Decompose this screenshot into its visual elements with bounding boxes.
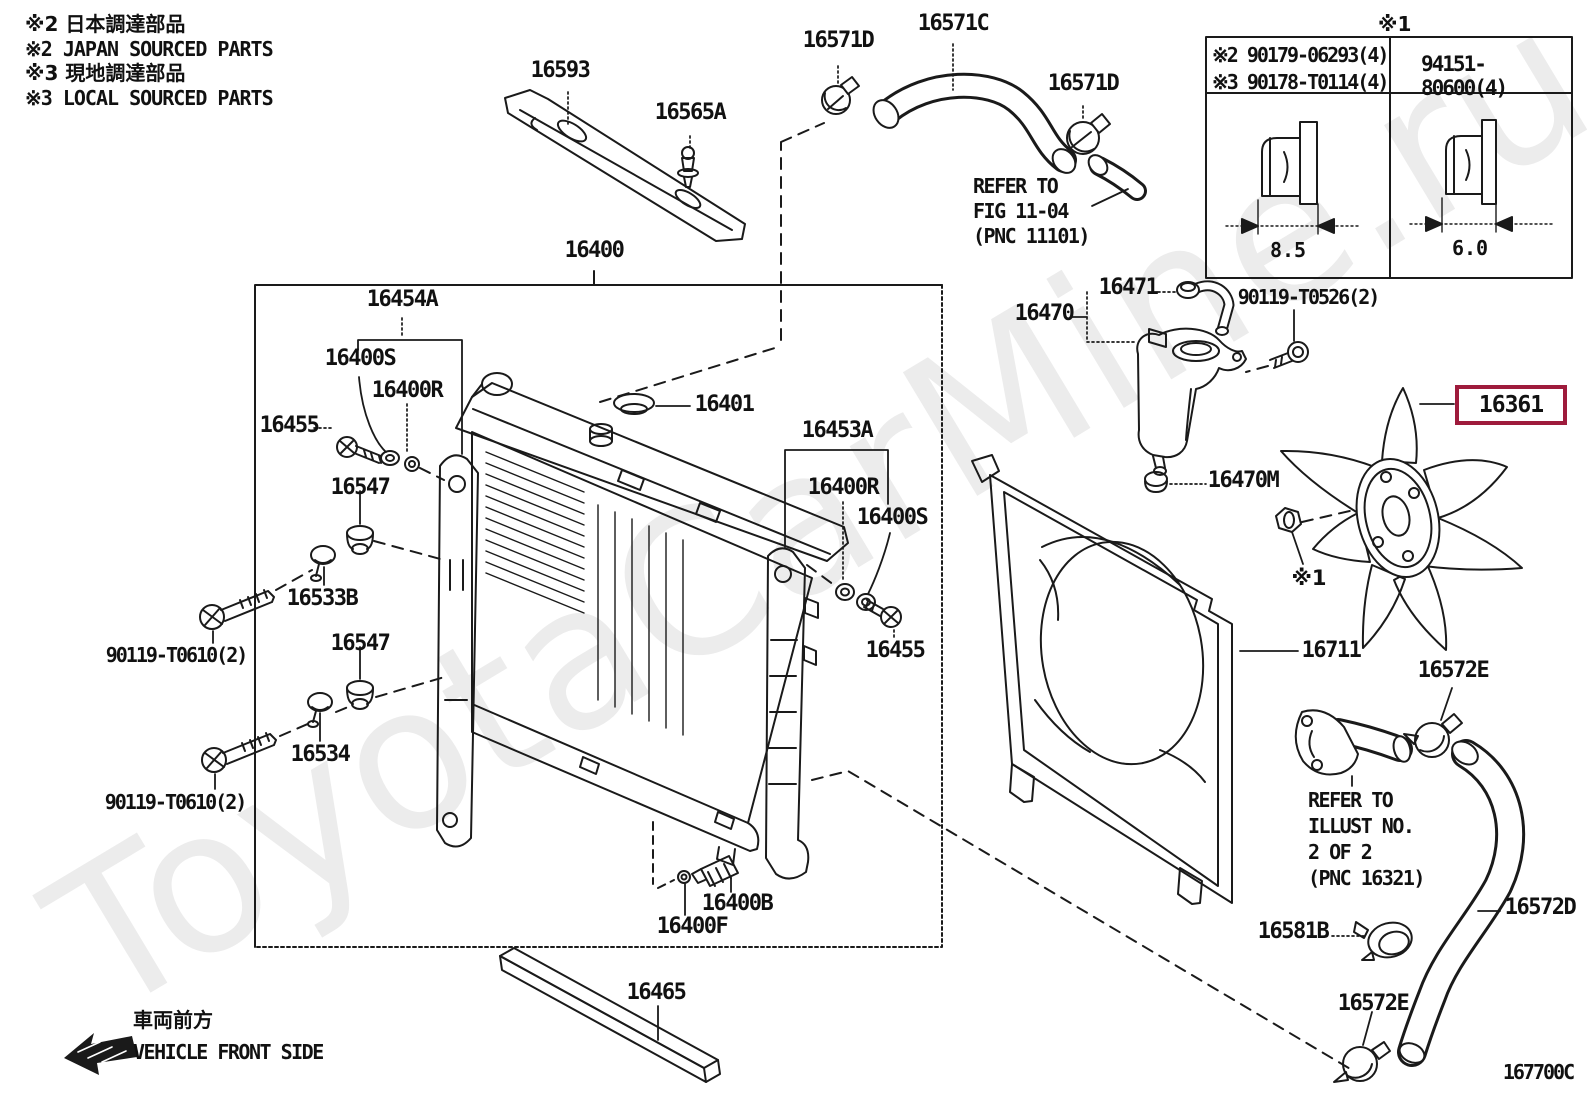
- ref-table-cell-a: ※2 90179-06293(4) ※3 90178-T0114(4): [1212, 42, 1389, 96]
- part-label-16547-d[interactable]: 16547: [330, 631, 391, 656]
- clamp-16572E-lower-drawing: [1333, 1041, 1391, 1083]
- legend-line-jp-2: ※3 現地調達部品: [25, 61, 186, 85]
- radiator-drawing: [455, 372, 849, 866]
- lower-hose-drawing: [1397, 739, 1526, 1067]
- part-label-16455-r[interactable]: 16455: [865, 638, 926, 663]
- part-label-16400R-l[interactable]: 16400R: [371, 378, 444, 403]
- ref-nut-a-drawing: [1225, 121, 1361, 235]
- legend-line-en-2: ※3 LOCAL SOURCED PARTS: [25, 85, 274, 110]
- clamp-16581B-drawing: [1353, 921, 1413, 961]
- part-label-16571D-b[interactable]: 16571D: [1047, 71, 1120, 96]
- ref-part-90178: ※3 90178-T0114(4): [1212, 70, 1389, 94]
- construction-dashed-lines: [275, 122, 1355, 1071]
- fan-drawing: [1280, 387, 1523, 651]
- part-label-16401[interactable]: 16401: [694, 392, 755, 417]
- legend-line-en-1: ※2 JAPAN SOURCED PARTS: [25, 36, 274, 61]
- clamp-16572E-upper-drawing: [1403, 713, 1463, 758]
- lower-seal-drawing: [499, 947, 721, 1083]
- part-label-16593[interactable]: 16593: [530, 58, 591, 83]
- radiator-fins-hatch: [485, 451, 684, 736]
- part-label-16465[interactable]: 16465: [626, 980, 687, 1005]
- diagram-code: 167700C: [1502, 1060, 1575, 1084]
- part-label-16571D-a[interactable]: 16571D: [802, 28, 875, 53]
- part-label-16400[interactable]: 16400: [564, 238, 625, 263]
- note-refer-illust-line4: (PNC 16321): [1308, 866, 1425, 890]
- ref-part-90179: ※2 90179-06293(4): [1212, 43, 1389, 67]
- part-label-16470[interactable]: 16470: [1014, 301, 1075, 326]
- note-refer-fig-line1: REFER TO: [973, 174, 1059, 198]
- vehicle-front-label-en: VEHICLE FRONT SIDE: [133, 1040, 324, 1064]
- part-label-16565A[interactable]: 16565A: [654, 100, 727, 125]
- part-label-16400S-l[interactable]: 16400S: [324, 346, 397, 371]
- note-refer-illust-line3: 2 OF 2: [1308, 840, 1373, 864]
- part-label-16455-l[interactable]: 16455: [259, 413, 320, 438]
- fan-shroud-drawing: [971, 454, 1233, 905]
- hose-clamp-a-drawing: [821, 76, 860, 115]
- note-refer-illust-line2: ILLUST NO.: [1308, 814, 1415, 838]
- ref-table-title: ※1: [1378, 12, 1412, 36]
- clip-drawing: [677, 146, 699, 188]
- legend-line-jp-1: ※2 日本調達部品: [25, 12, 186, 36]
- part-label-16581B[interactable]: 16581B: [1257, 919, 1330, 944]
- note-refer-fig-line3: (PNC 11101): [973, 224, 1090, 248]
- radiator-cap-drawing: [613, 393, 655, 415]
- leader-lines-solid: [212, 188, 1501, 1046]
- part-label-16572D[interactable]: 16572D: [1504, 895, 1577, 920]
- fan-nut-drawing: [1275, 507, 1302, 533]
- part-label-90119-T0610-a[interactable]: 90119-T0610(2): [105, 643, 249, 667]
- bolt-90119-a-drawing: [199, 589, 275, 630]
- drain-plug-drawing: [677, 855, 739, 887]
- vehicle-front-label-jp: 車両前方: [133, 1008, 213, 1032]
- upper-hose-drawing: [872, 72, 1147, 201]
- part-label-16400B[interactable]: 16400B: [701, 891, 774, 916]
- highlighted-part-16361[interactable]: 16361: [1455, 385, 1567, 425]
- part-label-16572E-d[interactable]: 16572E: [1337, 991, 1410, 1016]
- vehicle-front-arrow-icon: [64, 1033, 137, 1075]
- water-outlet-drawing: [1294, 709, 1413, 776]
- part-label-16547-u[interactable]: 16547: [330, 475, 391, 500]
- reserve-tank-drawing: [1136, 327, 1247, 476]
- part-label-16400R-r[interactable]: 16400R: [807, 475, 880, 500]
- assembly-box: [254, 270, 943, 948]
- ref-table-frame: [1205, 36, 1573, 279]
- dim-6-0: 6.0: [1451, 236, 1489, 260]
- part-label-16711[interactable]: 16711: [1301, 638, 1362, 663]
- ref-nut-b-drawing: [1409, 119, 1553, 233]
- part-label-16533B[interactable]: 16533B: [286, 586, 359, 611]
- part-label-16400S-r[interactable]: 16400S: [856, 505, 929, 530]
- right-bracket-drawing: [765, 547, 819, 880]
- right-fasteners-drawing: [835, 583, 902, 628]
- bolt-90119-c-drawing: [1269, 341, 1309, 369]
- part-label-90119-T0526[interactable]: 90119-T0526(2): [1237, 285, 1381, 309]
- reserve-tank-cap-drawing: [1176, 280, 1235, 336]
- part-label-16534[interactable]: 16534: [290, 742, 351, 767]
- marker-star1: ※1: [1291, 566, 1327, 590]
- note-refer-illust: REFER TO ILLUST NO. 2 OF 2 (PNC 16321): [1308, 787, 1425, 891]
- part-label-16572E-u[interactable]: 16572E: [1417, 658, 1490, 683]
- part-label-16400F[interactable]: 16400F: [656, 914, 729, 939]
- part-label-90119-T0610-b[interactable]: 90119-T0610(2): [104, 790, 248, 814]
- note-refer-fig: REFER TO FIG 11-04 (PNC 11101): [973, 174, 1090, 249]
- hose-clamp-b-drawing: [1066, 113, 1111, 155]
- part-label-16470M[interactable]: 16470M: [1207, 468, 1280, 493]
- left-fasteners-drawing: [307, 436, 420, 728]
- part-label-16454A[interactable]: 16454A: [366, 287, 439, 312]
- dim-8-5: 8.5: [1269, 238, 1307, 262]
- sourcing-legend: ※2 日本調達部品 ※2 JAPAN SOURCED PARTS ※3 現地調達…: [25, 12, 274, 110]
- bolt-90119-b-drawing: [201, 732, 277, 773]
- part-label-16471[interactable]: 16471: [1098, 275, 1159, 300]
- leader-lines-dotted: [313, 43, 1365, 937]
- note-refer-fig-line2: FIG 11-04: [973, 199, 1069, 223]
- upper-support-drawing: [504, 89, 746, 242]
- part-label-16453A[interactable]: 16453A: [801, 418, 874, 443]
- note-refer-illust-line1: REFER TO: [1308, 788, 1394, 812]
- left-bracket-drawing: [436, 454, 479, 848]
- tank-grommet-drawing: [1144, 471, 1168, 493]
- ref-part-94151: 94151-80600(4): [1421, 52, 1508, 100]
- part-label-16571C[interactable]: 16571C: [917, 11, 990, 36]
